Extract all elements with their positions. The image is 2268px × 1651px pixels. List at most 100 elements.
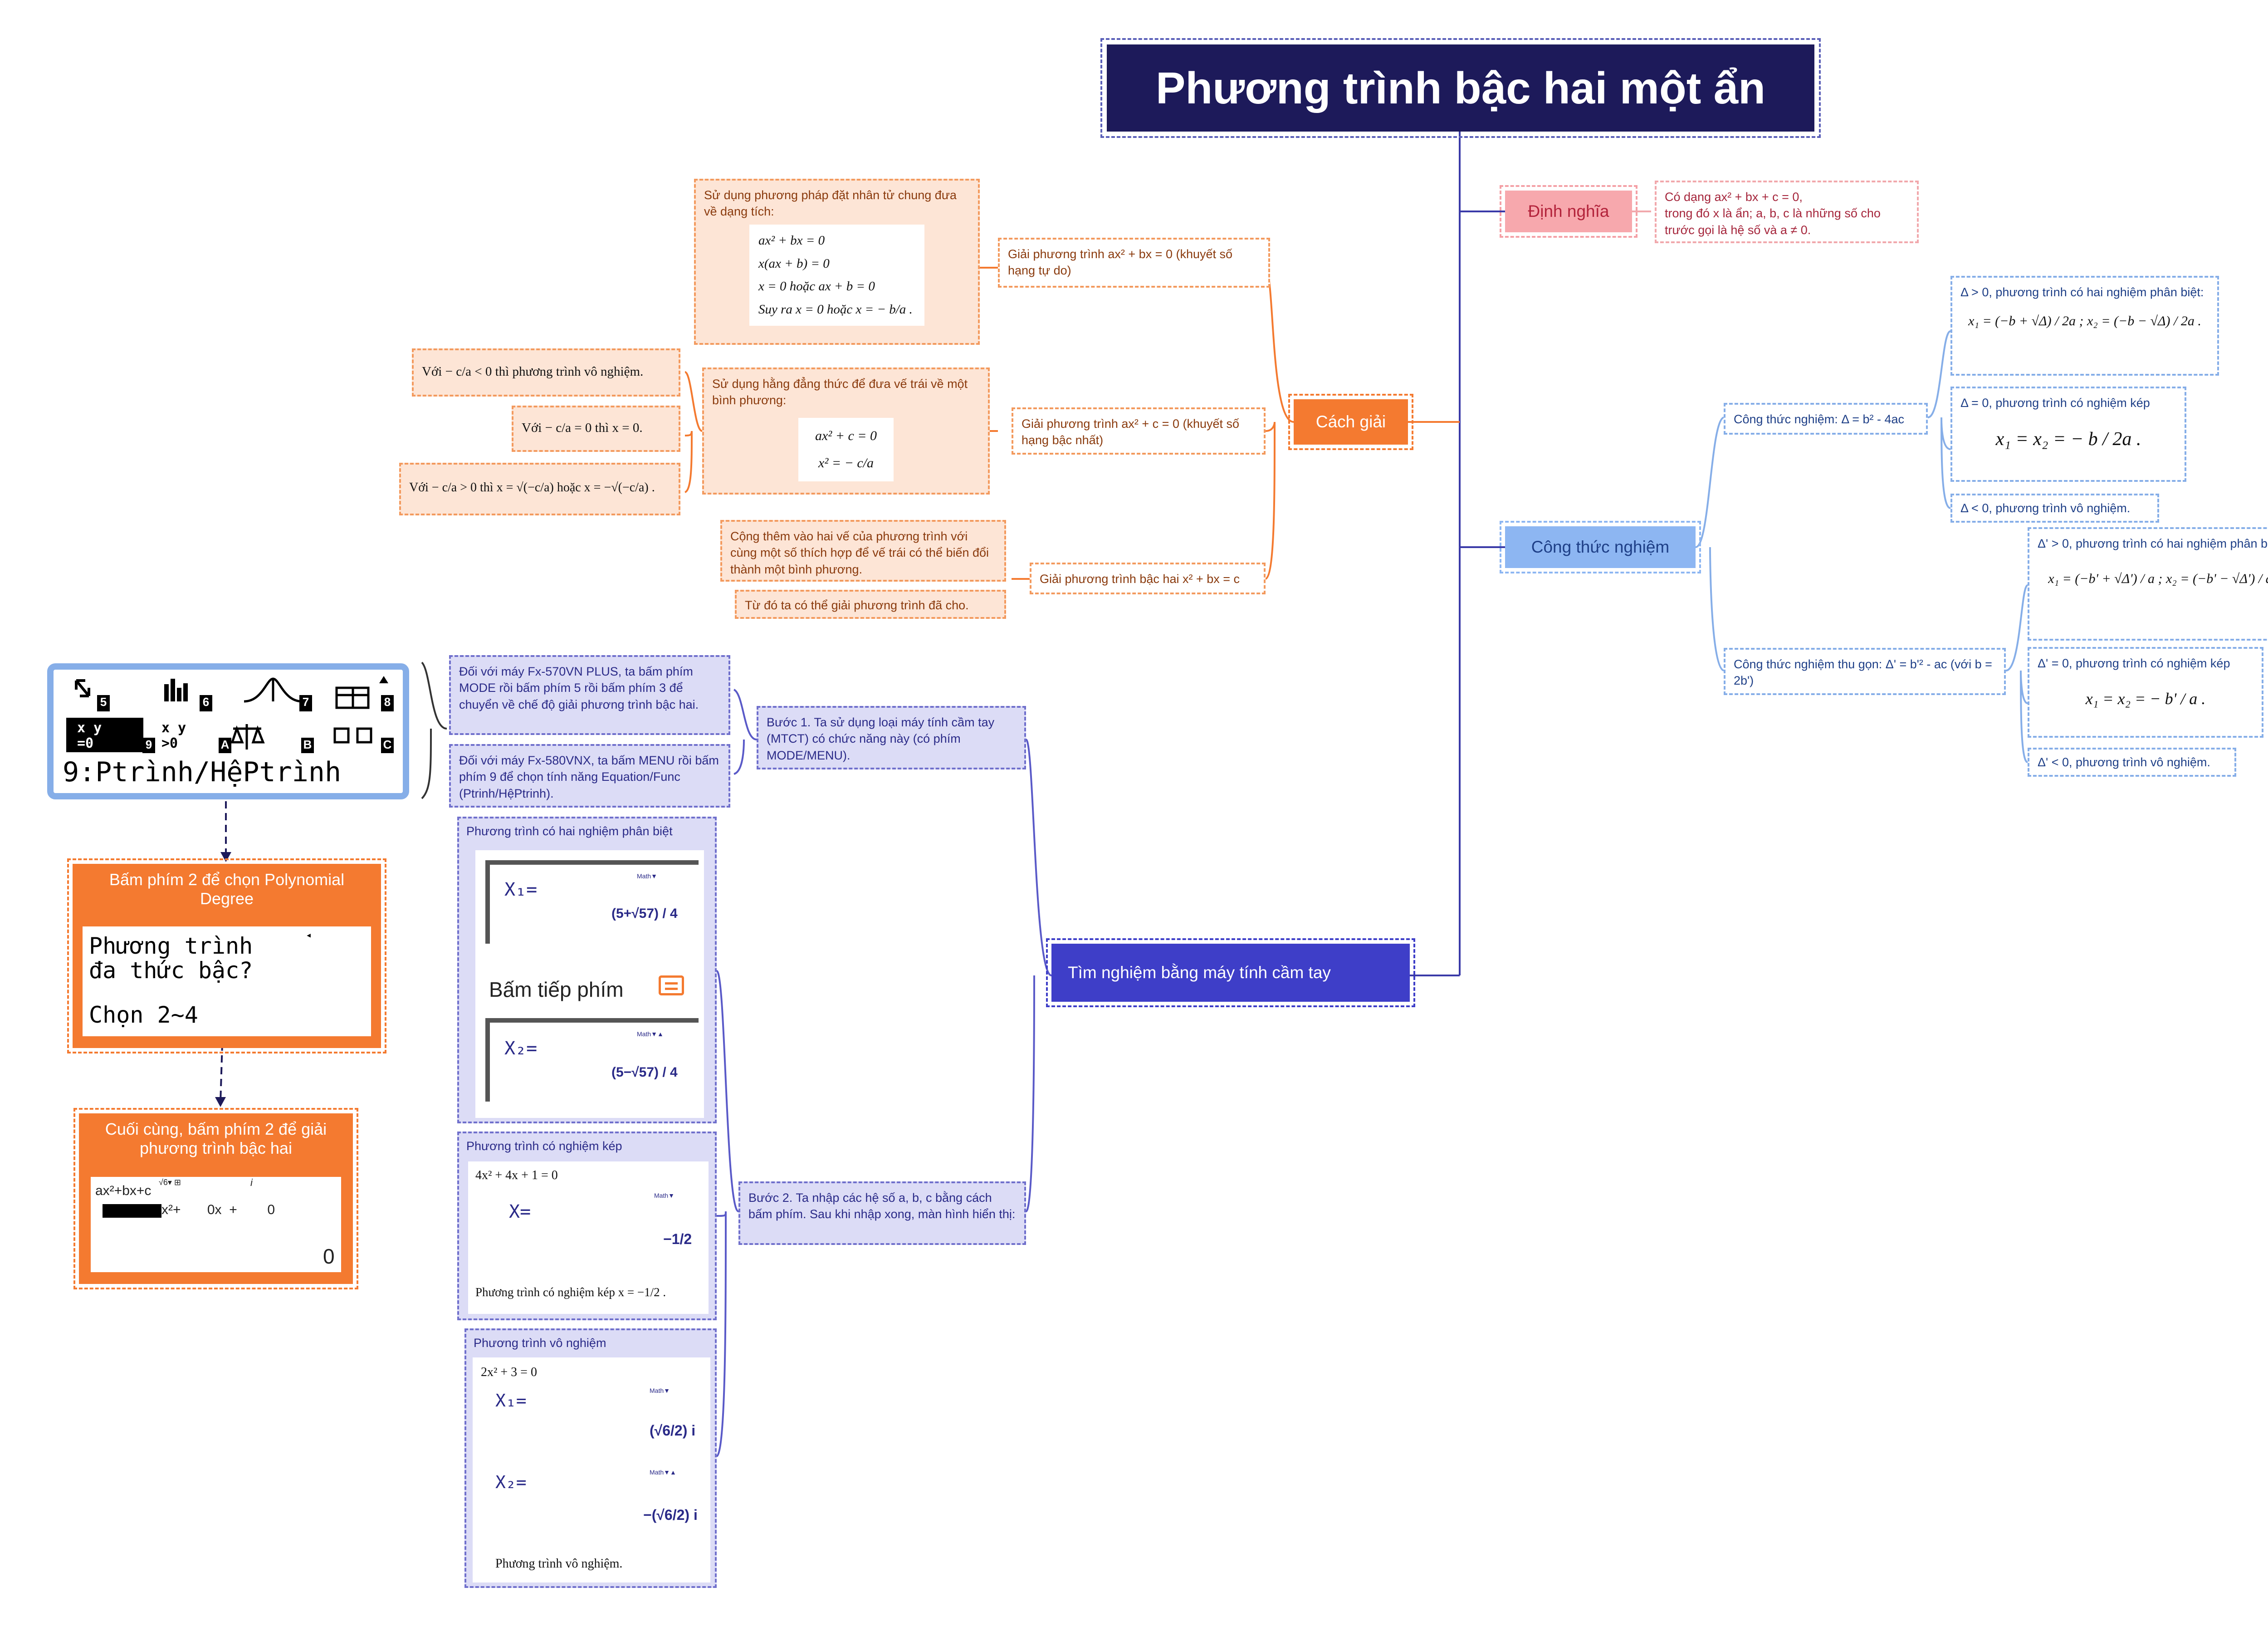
solve-case2-r3: Với − c/a > 0 thì x = √(−c/a) hoặc x = −… [399,463,680,515]
solve-case3-text: Cộng thêm vào hai vế của phương trình vớ… [720,520,1006,582]
screen-dbl-title: Phương trình có nghiệm kép [466,1139,622,1153]
branch-solve[interactable]: Cách giải [1288,394,1413,450]
menu-num-5: 5 [100,695,107,709]
spreadsheet-icon [335,686,370,709]
svg-text:=0: =0 [77,735,93,751]
calc-poly-label: Bấm phím 2 để chọn Polynomial Degree [73,864,381,915]
screen-two-title: Phương trình có hai nghiệm phân biệt [466,824,673,838]
solve-case2-r2: Với − c/a = 0 thì x = 0. [512,406,680,452]
solve-case2-m1: ax² + c = 0 [815,428,877,443]
formula-full-pos-math: x₁ = (−b + √Δ) / 2a ; x₂ = (−b − √Δ) / 2… [1968,314,2201,329]
svg-text:>0: >0 [161,735,178,751]
calc-final-screen: ax²+bx+c √6▾ ⊞ i x²+ 0x + 0 0 [91,1177,341,1272]
solve-case1-math: ax² + bx = 0 x(ax + b) = 0 x = 0 hoặc ax… [749,224,924,326]
solve-case1-text: Sử dụng phương pháp đặt nhân tử chung đư… [704,188,957,219]
screen-two-display: X₁= Math▼ (5+√57) / 4 Bấm tiếp phím X₂= … [475,850,704,1118]
equals-key-icon [659,975,684,995]
definition-line2: trong đó x là ẩn; a, b, c là những số ch… [1665,206,1881,237]
formula-full-pos-text: Δ > 0, phương trình có hai nghiệm phân b… [1960,285,2204,299]
menu-num-b: B [303,738,312,751]
calc-poly-l2: đa thức bậc? [89,957,253,984]
menu-num-8: 8 [384,695,391,709]
formula-full-pos: Δ > 0, phương trình có hai nghiệm phân b… [1950,276,2219,376]
screen-two-tag1: Math▼ [637,872,657,880]
formula-short-pos: Δ' > 0, phương trình có hai nghiệm phân … [2028,527,2268,641]
calc-poly-screen: Phương trình đa thức bậc? Chọn 2~4 ◂ [83,926,371,1036]
calc-final-label: Cuối cùng, bấm phím 2 để giải phương trì… [79,1113,353,1164]
num-5-bg [97,695,110,711]
solve-case2-math: ax² + c = 0 x² = − c/a [798,417,894,481]
solve-case2-box: Sử dụng hằng đẳng thức để đưa vế trái về… [702,367,990,495]
solve-case1-m2: x(ax + b) = 0 [758,256,830,271]
solve-case2-r3-text: Với − c/a > 0 thì x = √(−c/a) hoặc x = −… [409,480,655,495]
screen-two-roots: Phương trình có hai nghiệm phân biệt X₁=… [457,817,717,1123]
screen-none-tag2: Math▼▲ [650,1469,676,1476]
formula-short-label: Công thức nghiệm thu gọn: Δ' = b'² - ac … [1724,648,2006,695]
screen-none-x1: X₁= [495,1391,527,1411]
calc-final-tag: √6▾ ⊞ [159,1178,181,1187]
scroll-up-icon [379,676,388,683]
branch-calculator[interactable]: Tìm nghiệm bằng máy tính cầm tay [1046,938,1415,1007]
screen-none-note: Phương trình vô nghiệm. [495,1557,623,1571]
svg-text:x y: x y [77,720,102,736]
screen-none-eq: 2x² + 3 = 0 [481,1365,537,1379]
calc-fx580: Đối với máy Fx-580VNX, ta bấm MENU rồi b… [449,744,730,808]
screen-two-mid: Bấm tiếp phím [489,978,624,1001]
calc-final-val: 0 [323,1244,335,1268]
calc-final-top: ax²+bx+c [95,1183,152,1198]
screen-two-v2: (5−√57) / 4 [611,1065,678,1080]
screen-no-root: Phương trình vô nghiệm 2x² + 3 = 0 X₁= M… [464,1328,717,1588]
solve-case2-r1: Với − c/a < 0 thì phương trình vô nghiệm… [412,348,680,397]
formula-short-zero-math: x₁ = x₂ = − b' / a . [2085,690,2206,708]
formula-full-neg: Δ < 0, phương trình vô nghiệm. [1950,494,2159,523]
formula-short-pos-math: x₁ = (−b' + √Δ') / a ; x₂ = (−b' − √Δ') … [2048,571,2268,587]
screen-two-x2: X₂= [504,1038,538,1059]
formula-short-pos-text: Δ' > 0, phương trình có hai nghiệm phân … [2038,537,2268,550]
cursor-left-icon: ◂ [306,930,312,941]
stat-icon [75,679,90,697]
menu-num-7: 7 [302,695,309,709]
screen-none-v1: (√6/2) i [650,1422,696,1439]
menu-num-c: C [383,738,392,751]
calc-step1: Bước 1. Ta sử dụng loại máy tính cầm tay… [757,706,1026,769]
solve-case1-box: Sử dụng phương pháp đặt nhân tử chung đư… [694,179,980,345]
menu-num-a: A [220,738,230,751]
screen-dbl-display: 4x² + 4x + 1 = 0 X= Math▼ −1/2 Phương tr… [468,1161,709,1314]
formula-full-zero-text: Δ = 0, phương trình có nghiệm kép [1960,396,2150,410]
screen-double-root: Phương trình có nghiệm kép 4x² + 4x + 1 … [457,1132,717,1320]
calc-poly-step: Bấm phím 2 để chọn Polynomial Degree Phư… [67,858,386,1053]
menu-num-9: 9 [145,738,152,751]
solve-case2-text: Sử dụng hằng đẳng thức để đưa vế trái về… [712,377,968,407]
screen-two-frame2 [485,1018,699,1102]
solve-case3-label: Giải phương trình bậc hai x² + bx = c [1030,563,1266,594]
branch-definition[interactable]: Định nghĩa [1500,185,1637,238]
screen-dbl-tag: Math▼ [654,1192,675,1199]
menu-num-6: 6 [202,695,210,709]
solve-case1-m4: Suy ra x = 0 hoặc x = − b/a . [758,302,913,317]
calc-poly-l3: Chọn 2~4 [89,1002,198,1028]
solve-case1-m3: x = 0 hoặc ax + b = 0 [758,279,875,294]
ratio-icon [333,727,372,744]
distribution-icon [244,677,303,703]
screen-dbl-x: X= [509,1201,531,1222]
formula-full-zero: Δ = 0, phương trình có nghiệm kép x₁ = x… [1950,387,2186,482]
definition-line1: Có dạng ax² + bx + c = 0, [1665,190,1803,204]
solve-case2-m2: x² = − c/a [818,455,874,470]
solve-case3-text2: Từ đó ta có thể giải phương trình đã cho… [735,590,1006,619]
svg-text:x y: x y [161,720,186,736]
calc-poly-l1: Phương trình [89,933,253,959]
calc-menu-screen: x y=0 x y>0 5 6 7 8 9 A B C 9:Ptrình/HệP… [47,663,409,799]
screen-dbl-eq: 4x² + 4x + 1 = 0 [475,1168,558,1182]
branch-formula[interactable]: Công thức nghiệm [1500,521,1701,573]
menu-screen-text: 9:Ptrình/HệPtrình [63,756,342,788]
screen-two-v1: (5+√57) / 4 [611,906,678,921]
menu-icons: x y=0 x y>0 [66,676,394,753]
calc-final-step: Cuối cùng, bấm phím 2 để giải phương trì… [73,1108,358,1289]
screen-two-x1: X₁= [504,879,538,900]
solve-case2-r2-text: Với − c/a = 0 thì x = 0. [522,421,643,435]
calc-step2: Bước 2. Ta nhập các hệ số a, b, c bằng c… [738,1181,1026,1245]
balance-icon [230,724,265,750]
screen-none-v2: −(√6/2) i [643,1507,698,1523]
screen-dbl-note: Phương trình có nghiệm kép x = −1/2 . [475,1285,666,1299]
screen-none-x2: X₂= [495,1472,527,1492]
